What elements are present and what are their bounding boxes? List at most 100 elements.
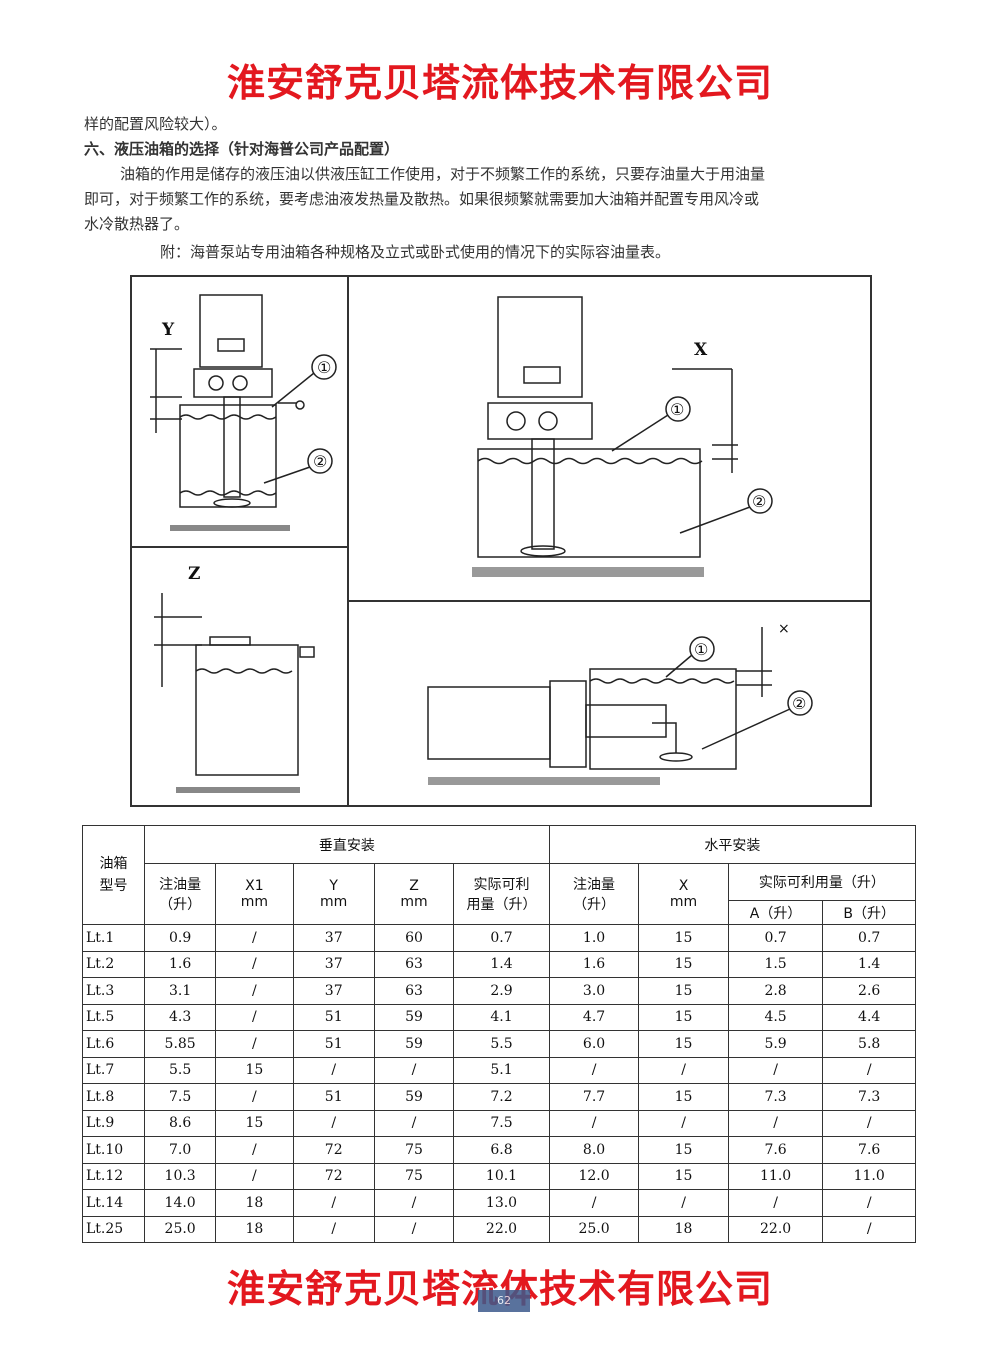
model-cell: Lt.5 [81,1003,146,1031]
value-cell: 0.9 [144,924,217,952]
h-a-header: A（升） [727,900,824,925]
value-cell: / [373,1189,455,1217]
text-line-0: 样的配置风险较大）。 [84,115,227,133]
value-cell: 0.7 [822,924,916,952]
model-cell: Lt.25 [81,1215,146,1243]
value-cell: 22.0 [453,1215,550,1243]
value-cell: 7.3 [727,1083,824,1111]
value-cell: 15 [638,1030,729,1058]
model-cell: Lt.7 [81,1056,146,1084]
value-cell: 6.8 [453,1136,550,1164]
value-cell: 18 [215,1189,294,1217]
model-cell: Lt.8 [81,1083,146,1111]
value-cell: / [215,977,294,1005]
value-cell: 51 [292,1030,375,1058]
value-cell: / [822,1189,916,1217]
value-cell: / [638,1056,729,1084]
value-cell: 15 [215,1056,294,1084]
value-cell: / [292,1109,375,1137]
value-cell: 1.5 [727,950,824,978]
value-cell: 7.5 [453,1109,550,1137]
label-z: Z [188,564,200,584]
horizontal-unit [427,627,813,785]
value-cell: / [727,1109,824,1137]
value-cell: / [215,1030,294,1058]
value-cell: / [822,1215,916,1243]
marker-2-c: ② [792,694,806,713]
value-cell: 15 [638,1003,729,1031]
value-cell: 25.0 [144,1215,217,1243]
value-cell: 59 [373,1083,455,1111]
h-b-header: B（升） [822,900,916,925]
value-cell: 51 [292,1083,375,1111]
value-cell: 25.0 [548,1215,640,1243]
label-x: X [694,340,708,360]
value-cell: 4.5 [727,1003,824,1031]
tank-installation-figure: Y ① ② Z [130,275,872,807]
value-cell: 5.85 [144,1030,217,1058]
value-cell: 0.7 [727,924,824,952]
value-cell: / [373,1109,455,1137]
value-cell: 7.5 [144,1083,217,1111]
group-vertical-header: 垂直安装 [144,825,550,864]
value-cell: 59 [373,1003,455,1031]
value-cell: / [822,1056,916,1084]
value-cell: / [215,924,294,952]
value-cell: 1.0 [548,924,640,952]
para1-line3: 水冷散热器了。 [84,215,190,233]
marker-1-a: ① [317,358,331,377]
marker-1-c: ① [694,640,708,659]
value-cell: 60 [373,924,455,952]
para1-line1: 油箱的作用是储存的液压油以供液压缸工作使用，对于不频繁工作的系统，只要存油量大于… [120,165,766,183]
value-cell: 13.0 [453,1189,550,1217]
label-y: Y [161,320,175,340]
value-cell: 15 [638,1083,729,1111]
v-usable-header: 实际可利用量（升） [453,863,550,925]
value-cell: / [373,1056,455,1084]
value-cell: 37 [292,950,375,978]
value-cell: / [373,1215,455,1243]
value-cell: 8.0 [548,1136,640,1164]
value-cell: 5.8 [822,1030,916,1058]
value-cell: 59 [373,1030,455,1058]
value-cell: 14.0 [144,1189,217,1217]
value-cell: 10.1 [453,1162,550,1190]
h-usable-header: 实际可利用量（升） [727,863,917,901]
value-cell: 37 [292,977,375,1005]
value-cell: 18 [215,1215,294,1243]
value-cell: / [215,1003,294,1031]
value-cell: 1.6 [548,950,640,978]
value-cell: 2.6 [822,977,916,1005]
para1-line2: 即可，对于频繁工作的系统，要考虑油液发热量及散热。如果很频繁就需要加大油箱并配置… [84,190,760,208]
value-cell: 11.0 [822,1162,916,1190]
value-cell: / [292,1215,375,1243]
value-cell: 75 [373,1136,455,1164]
value-cell: 12.0 [548,1162,640,1190]
value-cell: 72 [292,1136,375,1164]
value-cell: / [292,1056,375,1084]
value-cell: 3.0 [548,977,640,1005]
value-cell: 11.0 [727,1162,824,1190]
value-cell: 4.3 [144,1003,217,1031]
value-cell: / [292,1189,375,1217]
value-cell: / [215,1162,294,1190]
value-cell: / [638,1109,729,1137]
value-cell: 63 [373,977,455,1005]
value-cell: 15 [638,1162,729,1190]
value-cell: 72 [292,1162,375,1190]
value-cell: 15 [638,924,729,952]
value-cell: / [548,1109,640,1137]
company-title-top: 淮安舒克贝塔流体技术有限公司 [226,61,773,105]
value-cell: 2.8 [727,977,824,1005]
value-cell: 51 [292,1003,375,1031]
figure-drawing: Y ① ② Z [132,277,870,805]
